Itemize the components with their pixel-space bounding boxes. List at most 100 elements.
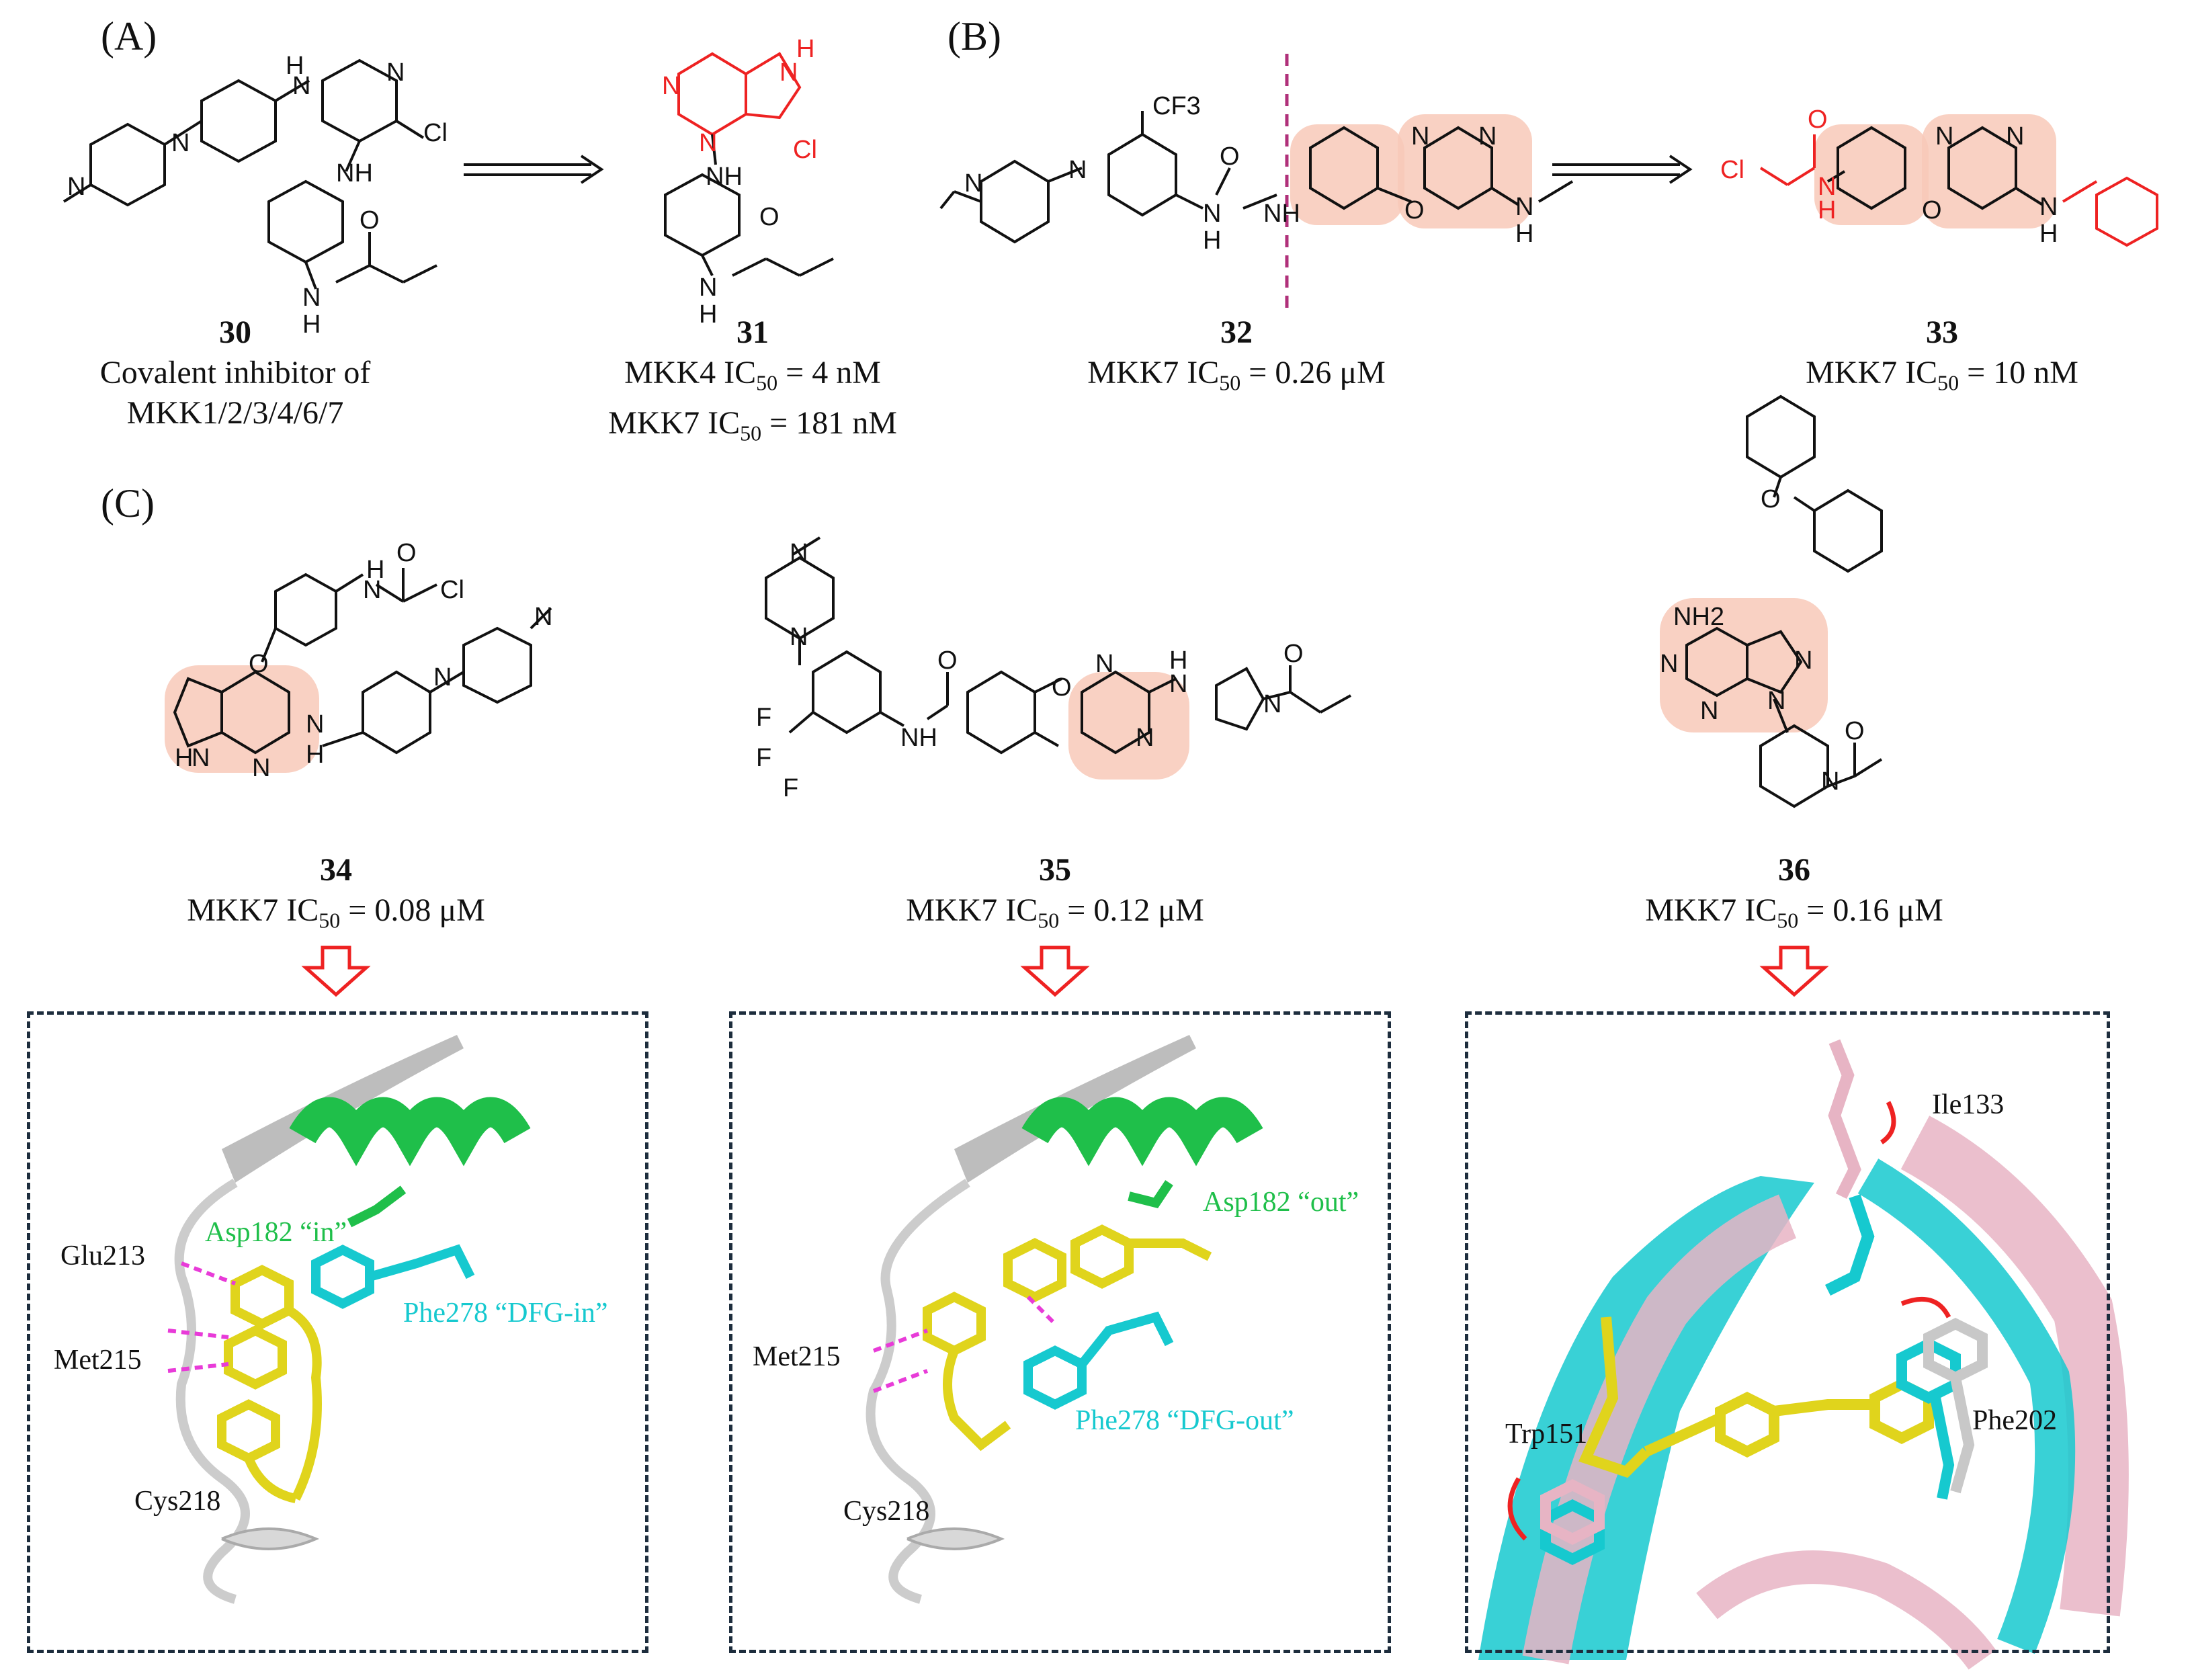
atom-n: N <box>171 129 189 157</box>
atom-n: N <box>1700 697 1718 725</box>
atom-f: F <box>756 744 771 772</box>
atom-n: N <box>699 129 717 157</box>
caption-31: 31 MKK4 IC50 = 4 nM MKK7 IC50 = 181 nM <box>578 312 927 453</box>
atom-n: N <box>1660 650 1678 678</box>
caption-36: 36 MKK7 IC50 = 0.16 μM <box>1619 850 1969 941</box>
residue-label-cys218: Cys218 <box>134 1486 221 1517</box>
caption-34: 34 MKK7 IC50 = 0.08 μM <box>161 850 511 941</box>
atom-n: N <box>363 576 381 604</box>
residue-label-cys218: Cys218 <box>843 1496 930 1527</box>
atom-n: N <box>699 274 717 302</box>
structure-36 <box>1660 394 1883 808</box>
atom-n: N <box>1767 687 1785 715</box>
atom-h: H <box>1203 226 1221 255</box>
structure-30-atoms: N N H N N NH Cl N H O <box>67 52 448 339</box>
red-arrows <box>301 946 1829 997</box>
atom-n: N <box>2039 193 2058 221</box>
atom-h: H <box>1515 220 1533 248</box>
atom-cl: Cl <box>1720 156 1744 184</box>
structure-36-atoms: O NH2 N N N N N O <box>1660 485 1865 796</box>
atom-n: N <box>1136 724 1154 752</box>
structure-32 <box>939 111 1574 244</box>
atom-o: O <box>1220 142 1240 171</box>
docking-panel-35: Met215 Cys218 Asp182 “out” Phe278 “DFG-o… <box>729 1011 1391 1653</box>
atom-n: N <box>1095 650 1113 678</box>
atom-n: N <box>1935 122 1953 151</box>
atom-nh: H <box>366 556 384 584</box>
atom-n: N <box>1169 670 1187 698</box>
structure-34 <box>165 568 552 773</box>
atom-n: N <box>1515 193 1533 221</box>
panel-label-b: (B) <box>947 14 1001 58</box>
compound-number: 34 <box>320 852 352 888</box>
residue-label-phe278: Phe278 “DFG-in” <box>403 1298 608 1329</box>
caption-line: Covalent inhibitor of <box>99 355 371 390</box>
atom-h: H <box>1169 646 1187 675</box>
atom-nh: H <box>286 52 304 80</box>
atom-cf3: CF3 <box>1152 92 1201 120</box>
atom-n: N <box>1203 200 1221 228</box>
atom-n: N <box>192 744 210 772</box>
atom-nh: NH <box>900 724 937 752</box>
ic50-line: MKK7 IC50 = 10 nM <box>1806 355 2078 395</box>
atom-o: O <box>1761 485 1781 513</box>
docking-panel-36: Ile133 Trp151 Phe202 <box>1465 1011 2110 1653</box>
residue-label-asp182: Asp182 “in” <box>205 1217 347 1248</box>
structure-35 <box>765 536 1351 780</box>
ic50-line: MKK7 IC50 = 0.12 μM <box>906 892 1204 933</box>
structure-32-atoms: N N CF3 N H O NH O N N N H <box>964 92 1533 255</box>
arrow-down-36 <box>1759 946 1829 997</box>
atom-o: O <box>1922 196 1942 224</box>
structure-34-atoms: H N O Cl O H N N N H N N <box>175 539 552 782</box>
atom-o: O <box>1808 106 1828 134</box>
atom-o: O <box>1052 673 1072 702</box>
atom-n: N <box>1794 646 1812 675</box>
atom-nh: NH <box>336 159 373 187</box>
atom-n: N <box>662 72 680 100</box>
residue-label-glu213: Glu213 <box>60 1241 145 1271</box>
dock-34-graphics <box>167 1035 531 1604</box>
atom-n: N <box>1818 173 1836 201</box>
atom-n: N <box>964 169 982 198</box>
atom-n: N <box>2006 122 2024 151</box>
structure-31-atoms: H N N N Cl NH N H O <box>662 35 817 329</box>
compound-number: 30 <box>219 314 251 350</box>
arrow-a <box>464 155 604 184</box>
dock-35-graphics <box>866 1035 1263 1604</box>
compound-number: 36 <box>1778 852 1810 888</box>
atom-o: O <box>937 646 958 675</box>
compound-number: 35 <box>1039 852 1071 888</box>
dock-36-graphics <box>1478 1039 2129 1670</box>
caption-35: 35 MKK7 IC50 = 0.12 μM <box>880 850 1230 941</box>
atom-nh: NH <box>1263 200 1300 228</box>
structure-33-atoms: Cl O N H O N N N H <box>1720 106 2058 248</box>
atom-o: O <box>396 539 417 567</box>
arrow-b <box>1552 155 1693 184</box>
ic50-line: MKK7 IC50 = 181 nM <box>608 405 897 446</box>
caption-30: 30 Covalent inhibitor of MKK1/2/3/4/6/7 <box>67 312 403 433</box>
atom-n: N <box>1068 156 1087 184</box>
atom-cl: Cl <box>423 119 448 147</box>
docking-panel-34: Glu213 Met215 Cys218 Asp182 “in” Phe278 … <box>27 1011 648 1653</box>
atom-o: O <box>360 206 380 235</box>
structure-35-atoms: N N F F F NH O O N N H N N O <box>756 539 1304 802</box>
compound-number: 32 <box>1220 314 1253 350</box>
atom-f: F <box>756 704 771 732</box>
residue-label-trp151: Trp151 <box>1505 1419 1588 1450</box>
atom-nh: H <box>306 741 324 769</box>
atom-h: H <box>699 300 717 329</box>
atom-n: N <box>1821 767 1839 796</box>
atom-o: O <box>249 650 269 678</box>
atom-h: H <box>175 744 193 772</box>
atom-h: H <box>302 310 321 339</box>
caption-32: 32 MKK7 IC50 = 0.26 μM <box>1062 312 1411 403</box>
residue-label-met215: Met215 <box>753 1341 841 1372</box>
atom-f: F <box>783 774 798 802</box>
arrow-down-34 <box>301 946 371 997</box>
atom-n: N <box>790 539 808 567</box>
compound-number: 33 <box>1926 314 1958 350</box>
structure-30 <box>62 58 437 290</box>
residue-label-phe278: Phe278 “DFG-out” <box>1075 1405 1294 1436</box>
panel-label-a: (A) <box>101 14 157 58</box>
